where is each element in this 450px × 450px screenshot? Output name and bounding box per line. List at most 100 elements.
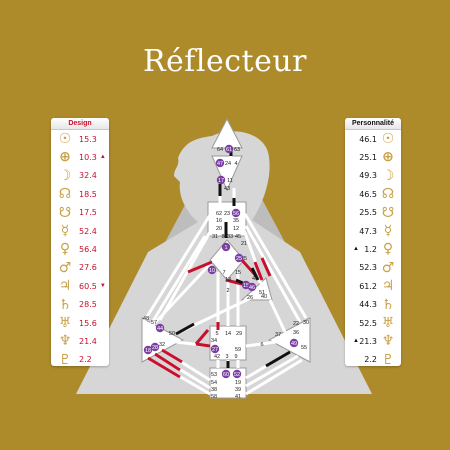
gate-1: 1	[224, 245, 227, 251]
gate-26: 26	[247, 295, 253, 301]
gate-active-dot	[247, 282, 257, 292]
gate-44: 44	[157, 326, 163, 332]
channel-10-57	[150, 260, 214, 328]
activation-40	[260, 257, 272, 277]
gate-active-dot	[210, 344, 220, 354]
gate-49: 49	[291, 341, 297, 347]
gate-55: 55	[301, 345, 307, 351]
gate-53: 53	[211, 372, 217, 378]
venus-icon: ♀	[59, 241, 71, 258]
personality-value: 46.5	[359, 189, 377, 199]
activation-51	[250, 267, 260, 281]
gate-28: 28	[152, 345, 158, 351]
activation-27	[195, 342, 211, 348]
venus-icon: ♀	[382, 241, 394, 258]
gate-63: 63	[234, 147, 240, 153]
personality-row: 52.5♅	[345, 314, 401, 332]
gate-48: 48	[143, 316, 149, 322]
gate-20: 20	[216, 226, 222, 232]
activation-32	[161, 348, 183, 364]
personality-panel-header: Personnalité	[345, 118, 401, 130]
north-node-icon: ☊	[58, 186, 72, 203]
personality-value: 25.1	[359, 152, 377, 162]
jupiter-icon: ♃	[381, 278, 395, 295]
design-value: 32.4	[79, 171, 97, 181]
personality-value: 21.3	[359, 336, 377, 346]
channel-41-30	[245, 358, 303, 396]
gate-9: 9	[234, 354, 237, 360]
personality-row: 52.3♂	[345, 259, 401, 277]
design-row: ♇2.2	[51, 351, 109, 369]
moon-icon: ☽	[381, 167, 395, 184]
design-row: ☋17.5	[51, 204, 109, 222]
personality-row: ▲1.2♀	[345, 240, 401, 258]
south-node-icon: ☋	[381, 204, 395, 221]
gate-4: 4	[234, 161, 237, 167]
gate-13: 13	[225, 277, 231, 283]
gate-59: 59	[235, 347, 241, 353]
mars-icon: ♂	[381, 259, 395, 276]
gate-32: 32	[159, 342, 165, 348]
design-panel: Design ☉15.3⊕10.3▲☽32.4☊18.5☋17.5☿52.4♀5…	[51, 118, 109, 369]
gate-7: 7	[222, 270, 225, 276]
design-value: 21.4	[79, 336, 97, 346]
gate-active-dot	[155, 323, 165, 333]
gate-46: 46	[252, 276, 258, 282]
channel-39-55	[245, 354, 299, 388]
gate-active-dot	[143, 345, 153, 355]
channel-37-40	[268, 299, 287, 333]
south-node-icon: ☋	[58, 204, 72, 221]
personality-row: 2.2♇	[345, 351, 401, 369]
design-row: ♄28.5	[51, 296, 109, 314]
activation-21	[253, 261, 264, 281]
gate-40: 40	[261, 294, 267, 300]
gate-43: 43	[224, 186, 230, 192]
personality-value: 61.2	[359, 281, 377, 291]
gate-19: 19	[235, 380, 241, 386]
gate-15: 15	[235, 270, 241, 276]
activation-49	[265, 350, 291, 368]
gate-23: 23	[224, 211, 230, 217]
sun-icon: ☉	[381, 131, 395, 147]
gate-6: 6	[260, 342, 263, 348]
gate-50: 50	[169, 331, 175, 337]
gate-30: 30	[303, 320, 309, 326]
gate-57: 57	[151, 320, 157, 326]
personality-value: 46.1	[359, 134, 377, 144]
jupiter-icon: ♃	[58, 278, 72, 295]
personality-value: 25.5	[359, 208, 377, 218]
earth-icon: ⊕	[59, 149, 71, 166]
gate-active-dot	[231, 208, 241, 218]
mercury-icon: ☿	[383, 223, 393, 239]
design-value: 27.6	[79, 263, 97, 273]
gate-25: 25	[236, 256, 242, 262]
gate-45: 45	[235, 234, 241, 240]
personality-row: ▲21.3♆	[345, 332, 401, 350]
design-value: 60.5	[79, 281, 97, 291]
gate-36: 36	[293, 330, 299, 336]
gate-active-dot	[289, 338, 299, 348]
personality-value: 49.3	[359, 171, 377, 181]
uranus-icon: ♅	[381, 315, 395, 331]
direction-marker: ▲	[353, 338, 359, 345]
gate-active-dot	[150, 342, 160, 352]
personality-value: 44.3	[359, 300, 377, 310]
gate-active-dot	[215, 158, 225, 168]
personality-value: 1.2	[364, 244, 377, 254]
gate-58: 58	[211, 394, 217, 400]
gate-27: 27	[212, 347, 218, 353]
gate-47: 47	[217, 161, 223, 167]
design-row: ☉15.3	[51, 130, 109, 148]
gate-35: 35	[233, 218, 239, 224]
personality-row: 46.1 ☉	[345, 130, 401, 148]
design-row: ♂27.6	[51, 259, 109, 277]
gate-37: 37	[275, 332, 281, 338]
design-row: ☊18.5	[51, 185, 109, 203]
pluto-icon: ♇	[58, 351, 72, 368]
uranus-icon: ♅	[58, 315, 72, 331]
page-title: Réflecteur	[142, 44, 308, 79]
mercury-icon: ☿	[60, 223, 70, 239]
